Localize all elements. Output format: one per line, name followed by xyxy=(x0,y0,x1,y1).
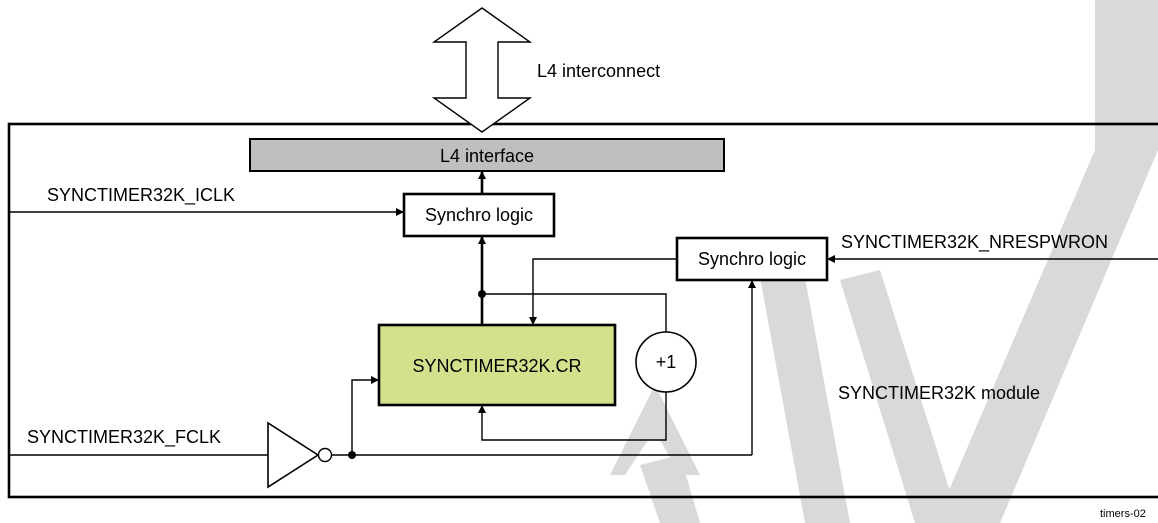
counter-to-increment-wire xyxy=(482,293,667,332)
increment-label: +1 xyxy=(656,352,677,372)
counter-register-label: SYNCTIMER32K.CR xyxy=(412,356,581,376)
l4-interface-label: L4 interface xyxy=(440,146,534,166)
interconnect-label: L4 interconnect xyxy=(537,61,660,81)
inverter-bubble xyxy=(317,447,333,463)
counter-register-box xyxy=(377,323,617,407)
synchro-logic-top-label: Synchro logic xyxy=(425,205,533,225)
module-border xyxy=(7,122,1158,499)
increment-to-counter-wire xyxy=(478,392,667,441)
synchro-logic-right-label: Synchro logic xyxy=(698,249,806,269)
synchro-to-counter-wire xyxy=(529,258,677,325)
nrespwron-label: SYNCTIMER32K_NRESPWRON xyxy=(841,232,1108,253)
fclk-label: SYNCTIMER32K_FCLK xyxy=(27,427,221,448)
iclk-label: SYNCTIMER32K_ICLK xyxy=(47,185,235,206)
figure-id: timers-02 xyxy=(1100,508,1146,520)
synchro-logic-top-box xyxy=(402,192,556,238)
junction-dot xyxy=(478,290,486,298)
inverter-buffer xyxy=(267,421,320,489)
l4-interface-box xyxy=(249,138,725,172)
module-label: SYNCTIMER32K module xyxy=(838,383,1040,403)
fclk-to-counter-wire xyxy=(351,376,379,455)
watermark xyxy=(610,0,1158,523)
interconnect-arrow xyxy=(431,7,533,133)
